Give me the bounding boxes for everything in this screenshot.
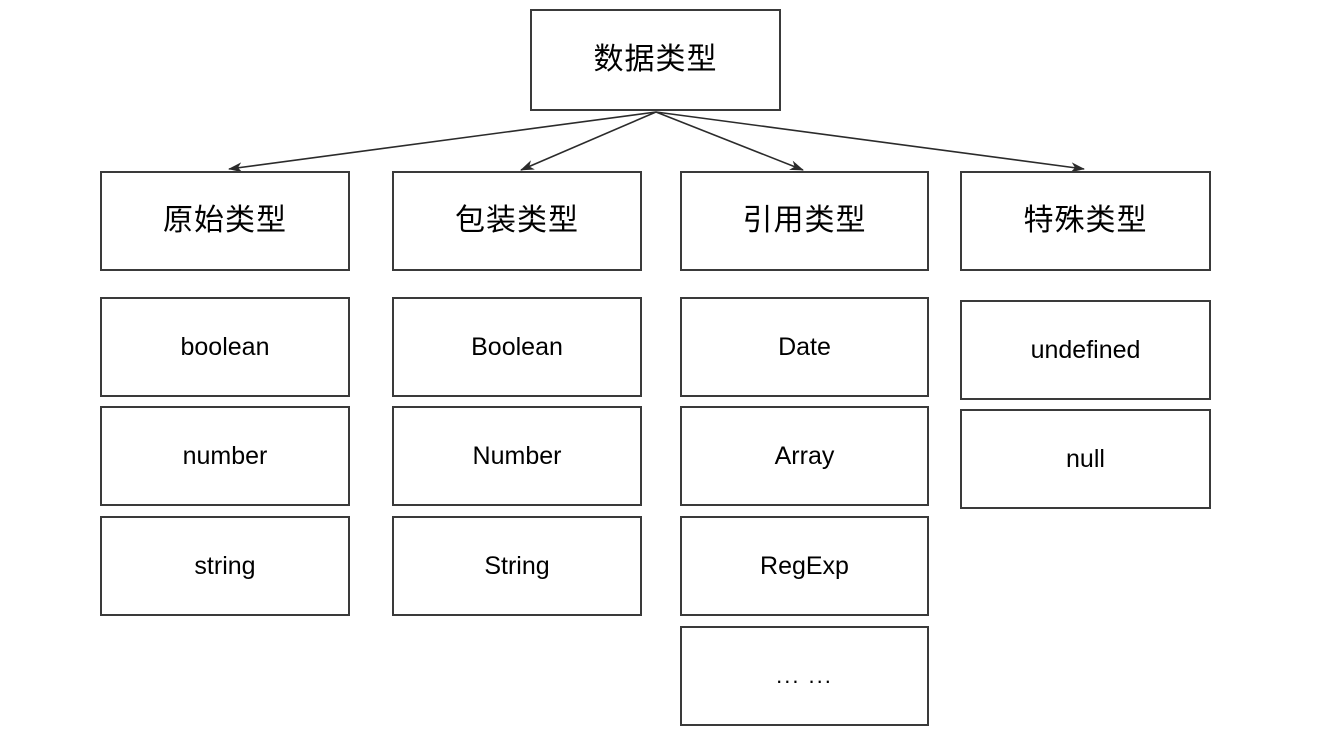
leaf-label-date: Date [778,332,831,361]
root-node-data-types[interactable]: 数据类型 [530,9,781,111]
leaf-node-array[interactable]: Array [680,406,929,506]
edge-root-to-special [655,111,1085,173]
category-node-reference-types[interactable]: 引用类型 [680,171,929,271]
leaf-node-undefined[interactable]: undefined [960,300,1211,400]
leaf-node-boolean-wrapper[interactable]: Boolean [392,297,642,397]
leaf-label-array: Array [774,441,835,470]
category-label-primitive-types: 原始类型 [163,203,287,238]
leaf-node-number[interactable]: number [100,406,350,506]
category-label-wrapper-types: 包装类型 [455,203,579,238]
leaf-label-more: ... ... [776,663,833,688]
category-label-special-types: 特殊类型 [1023,203,1148,238]
leaf-node-string-wrapper[interactable]: String [392,516,642,616]
leaf-label-null: null [1066,444,1105,473]
leaf-label-number: number [182,441,268,470]
leaf-label-string: string [194,551,256,580]
category-node-special-types[interactable]: 特殊类型 [960,171,1211,271]
leaf-label-number-wrapper: Number [472,441,562,470]
leaf-node-number-wrapper[interactable]: Number [392,406,642,506]
edge-root-to-reference [655,111,804,171]
leaf-label-undefined: undefined [1030,335,1141,364]
edge-root-to-wrapper [520,111,657,171]
leaf-node-regexp[interactable]: RegExp [680,516,929,616]
leaf-node-string[interactable]: string [100,516,350,616]
leaf-node-null[interactable]: null [960,409,1211,509]
leaf-node-date[interactable]: Date [680,297,929,397]
category-node-primitive-types[interactable]: 原始类型 [100,171,350,271]
leaf-node-boolean[interactable]: boolean [100,297,350,397]
leaf-label-boolean: boolean [180,332,270,361]
category-label-reference-types: 引用类型 [742,203,867,238]
leaf-label-regexp: RegExp [760,551,849,580]
leaf-label-boolean-wrapper: Boolean [471,332,563,361]
edge-root-to-primitive [228,111,657,173]
category-node-wrapper-types[interactable]: 包装类型 [392,171,642,271]
leaf-label-string-wrapper: String [484,551,550,580]
root-node-label: 数据类型 [593,42,718,77]
leaf-node-more[interactable]: ... ... [680,626,929,726]
